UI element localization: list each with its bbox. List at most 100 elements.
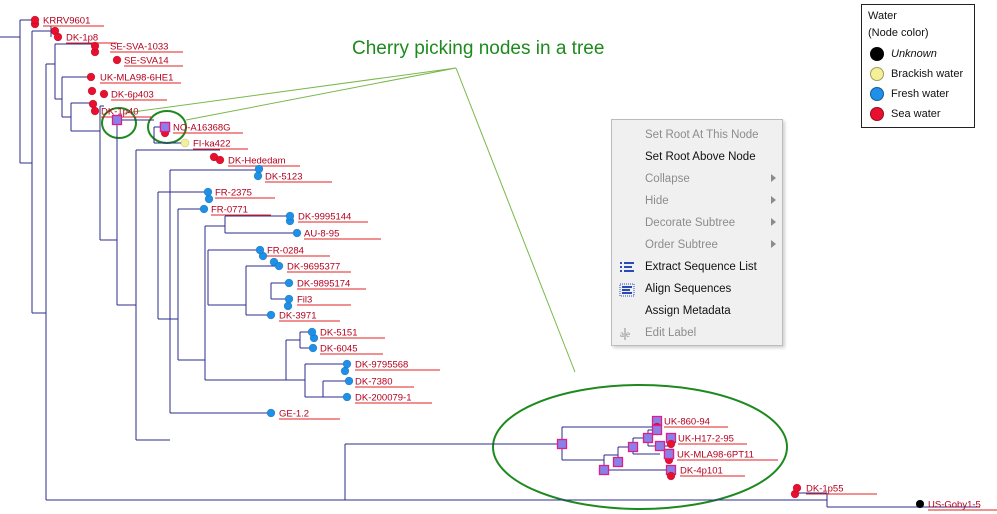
leaf-label[interactable]: UK-MLA98-6PT11: [677, 450, 754, 461]
leaf-label[interactable]: DK-6p403: [111, 90, 154, 101]
context-menu[interactable]: Set Root At This Node Set Root Above Nod…: [611, 119, 783, 346]
leaf-label[interactable]: FI-ka422: [193, 139, 231, 150]
leaf-label[interactable]: DK-9895174: [297, 279, 350, 290]
leaf-label[interactable]: DK-6045: [320, 344, 358, 355]
leaf-label[interactable]: DK-4p101: [680, 466, 723, 477]
leaf-node[interactable]: [112, 55, 122, 65]
selected-internal-node[interactable]: [642, 432, 654, 444]
selected-internal-node[interactable]: [556, 438, 568, 450]
leaf-label[interactable]: DK-9995144: [298, 212, 351, 223]
leaf-node[interactable]: [255, 245, 265, 255]
tree-branch: [31, 30, 51, 314]
selection-ring-large: [492, 384, 788, 510]
leaf-label[interactable]: DK-5151: [320, 328, 358, 339]
leaf-label[interactable]: DK-9795568: [355, 360, 408, 371]
leaf-label[interactable]: US-Goby1-5: [928, 500, 981, 511]
leaf-label[interactable]: UK-860-94: [664, 417, 710, 428]
leaf-label[interactable]: Fil3: [297, 295, 312, 306]
leaf-label[interactable]: DK-7380: [355, 377, 393, 388]
menu-item-hide[interactable]: Hide: [612, 191, 782, 213]
menu-item-edit-label[interactable]: a e Edit Label: [612, 323, 782, 345]
leaf-node[interactable]: [86, 72, 96, 82]
leaf-label[interactable]: DK-1p8: [66, 33, 98, 44]
leaf-label[interactable]: FR-0284: [267, 246, 304, 257]
leaf-label[interactable]: DK-1p55: [806, 484, 844, 495]
leaf-node-secondary[interactable]: [283, 301, 293, 311]
menu-item-label: Hide: [645, 195, 669, 207]
leaf-node[interactable]: [203, 187, 213, 197]
selected-internal-node[interactable]: [651, 424, 663, 436]
menu-item-align-sequences[interactable]: Align Sequences: [612, 279, 782, 301]
selected-internal-node[interactable]: [663, 448, 675, 460]
menu-item-order-subtree[interactable]: Order Subtree: [612, 235, 782, 257]
leaf-label[interactable]: DK-Hededam: [228, 156, 286, 167]
leaf-node[interactable]: [307, 327, 317, 337]
menu-item-label: Collapse: [645, 173, 690, 185]
leaf-node-secondary[interactable]: [88, 99, 98, 109]
menu-item-assign-metadata[interactable]: Assign Metadata: [612, 301, 782, 323]
leaf-node[interactable]: [344, 376, 354, 386]
leaf-node[interactable]: [292, 228, 302, 238]
leaf-node-secondary[interactable]: [340, 366, 350, 376]
leaf-node[interactable]: [90, 106, 100, 116]
leaf-node[interactable]: [90, 41, 100, 51]
menu-item-extract-sequence-list[interactable]: Extract Sequence List: [612, 257, 782, 279]
leaf-node[interactable]: [266, 408, 276, 418]
leaf-node-secondary[interactable]: [87, 86, 97, 96]
leaf-label[interactable]: FR-2375: [215, 188, 252, 199]
leaf-node-secondary[interactable]: [666, 439, 676, 449]
selection-ring-small: [101, 107, 137, 139]
leaf-node[interactable]: [284, 294, 294, 304]
menu-item-decorate-subtree[interactable]: Decorate Subtree: [612, 213, 782, 235]
leaf-label[interactable]: SE-SVA14: [124, 56, 169, 67]
leaf-label[interactable]: UK-H17-2-95: [678, 434, 734, 445]
selected-internal-node[interactable]: [627, 441, 639, 453]
leaf-label[interactable]: DK-5123: [265, 172, 303, 183]
leaf-node[interactable]: [253, 171, 263, 181]
leaf-label[interactable]: DK-1p40: [101, 107, 139, 118]
selected-internal-node[interactable]: [654, 440, 666, 452]
legend-item-fresh: Fresh water: [870, 85, 949, 103]
tree-branch: [285, 339, 305, 381]
menu-item-collapse[interactable]: Collapse: [612, 169, 782, 191]
leaf-label[interactable]: FR-0771: [211, 205, 248, 216]
leaf-node[interactable]: [285, 211, 295, 221]
leaf-node[interactable]: [199, 204, 209, 214]
leaf-label[interactable]: GE-1.2: [279, 409, 309, 420]
leaf-node[interactable]: [266, 310, 276, 320]
leaf-label[interactable]: SE-SVA-1033: [110, 42, 168, 53]
tree-branch: [797, 492, 920, 508]
leaf-node[interactable]: [342, 359, 352, 369]
selected-internal-node[interactable]: [612, 456, 624, 468]
leaf-node-secondary[interactable]: [204, 194, 214, 204]
leaf-node[interactable]: [30, 15, 40, 25]
leaf-label[interactable]: DK-200079-1: [355, 393, 412, 404]
selected-internal-node[interactable]: [159, 121, 171, 133]
tree-branch: [344, 443, 827, 501]
leaf-node[interactable]: [342, 392, 352, 402]
leaf-node[interactable]: [53, 32, 63, 42]
leaf-node[interactable]: [274, 261, 284, 271]
menu-item-set-root-at-node[interactable]: Set Root At This Node: [612, 125, 782, 147]
leaf-label[interactable]: DK-3971: [279, 311, 317, 322]
menu-item-set-root-above-node[interactable]: Set Root Above Node: [612, 147, 782, 169]
leaf-node[interactable]: [215, 155, 225, 165]
leaf-label[interactable]: DK-9695377: [287, 262, 340, 273]
leaf-label[interactable]: NO-A16368G: [173, 123, 231, 134]
selected-internal-node[interactable]: [111, 114, 123, 126]
selected-internal-node[interactable]: [598, 464, 610, 476]
leaf-label[interactable]: KRRV9601: [43, 16, 90, 27]
leaf-node[interactable]: [180, 138, 190, 148]
sequence-list-icon: [620, 262, 634, 272]
leaf-node[interactable]: [308, 343, 318, 353]
menu-item-label: Decorate Subtree: [645, 217, 736, 229]
leaf-node-secondary[interactable]: [666, 471, 676, 481]
leaf-node[interactable]: [284, 278, 294, 288]
leaf-node[interactable]: [99, 89, 109, 99]
leaf-node[interactable]: [792, 483, 802, 493]
leaf-label[interactable]: AU-8-95: [304, 229, 339, 240]
tree-branch: [224, 215, 297, 234]
leaf-label[interactable]: UK-MLA98-6HE1: [100, 73, 173, 84]
leaf-node[interactable]: [915, 499, 925, 509]
